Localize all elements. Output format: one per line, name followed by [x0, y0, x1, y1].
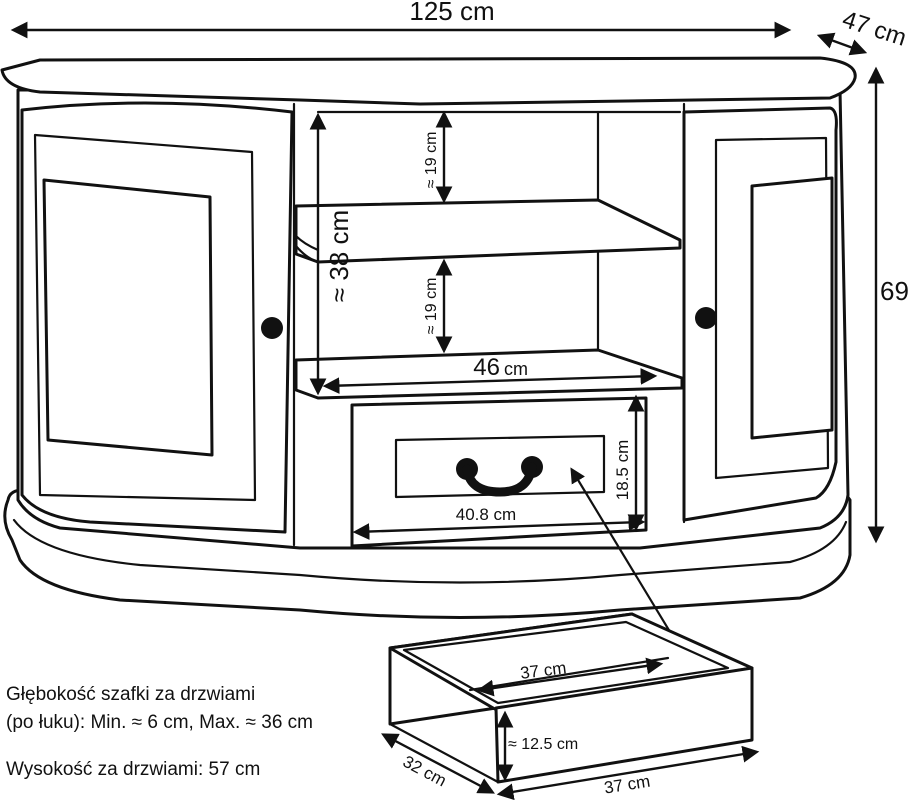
height-label: 69: [880, 276, 909, 306]
depth-note-line1: Głębokość szafki za drzwiami: [6, 684, 256, 705]
upper-shelf: [294, 198, 682, 264]
drawer-front: [350, 396, 648, 548]
depth-note-line2: (po łuku): Min. ≈ 6 cm, Max. ≈ 36 cm: [6, 712, 313, 733]
left-door-knob: [261, 317, 283, 339]
drawer-handle: [456, 456, 543, 497]
dimension-lines: [10, 21, 885, 657]
shelf-total-label: ≈ 38 cm: [324, 210, 354, 302]
right-door-knob: [695, 307, 717, 329]
shelf-upper-label: ≈ 19 cm: [423, 132, 440, 189]
drawer-box: [381, 612, 760, 800]
drawer-front-height-label: 18.5 cm: [613, 440, 632, 500]
width-label: 125 cm: [409, 0, 494, 26]
height-note: Wysokość za drzwiami: 57 cm: [6, 759, 261, 780]
shelf-width-value: 46: [473, 354, 500, 381]
depth-label: 47 cm: [839, 6, 910, 52]
right-door-panel: [750, 176, 834, 440]
drawer-front-width-label: 40.8 cm: [456, 505, 516, 524]
left-door-panel: [42, 178, 214, 457]
shelf-lower-label: ≈ 19 cm: [423, 278, 440, 335]
shelf-width-unit: cm: [504, 359, 528, 379]
drawer-inner-height-label: ≈ 12.5 cm: [508, 736, 578, 753]
cabinet-top: [0, 56, 857, 106]
